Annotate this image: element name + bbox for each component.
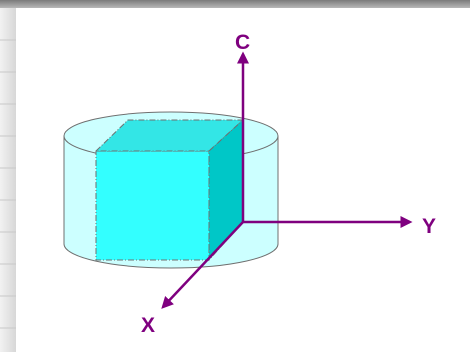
x-axis-label: X: [141, 314, 155, 337]
top-frame-strip: [0, 0, 470, 8]
cube-front-face: [95, 150, 210, 261]
x-axis: [161, 221, 244, 309]
left-frame-strip: [0, 8, 16, 352]
axes: [161, 51, 413, 309]
left-frame-lines: [0, 39, 16, 329]
y-axis-label: Y: [422, 215, 436, 238]
cube-shape: [94, 118, 245, 262]
c-axis-label: C: [235, 31, 250, 54]
